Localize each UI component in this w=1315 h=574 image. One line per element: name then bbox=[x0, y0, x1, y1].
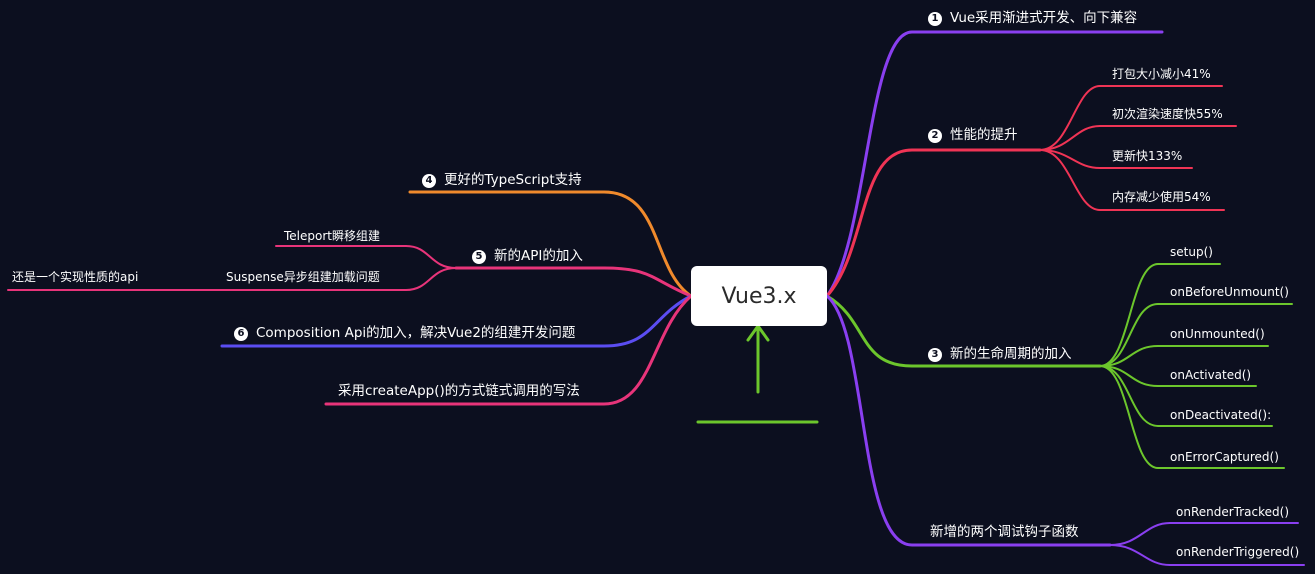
leaf-bundle-size: 打包大小减小41% bbox=[1112, 67, 1211, 81]
branch-text: 性能的提升 bbox=[950, 127, 1018, 143]
branch-text: 更好的TypeScript支持 bbox=[444, 172, 582, 188]
branch-text: Vue采用渐进式开发、向下兼容 bbox=[950, 10, 1138, 26]
edge-b2 bbox=[825, 148, 1042, 298]
edge-l4 bbox=[324, 294, 693, 406]
edge-l3 bbox=[220, 294, 693, 348]
root-node: Vue3.x bbox=[691, 266, 827, 326]
edge-b3-c2 bbox=[1099, 303, 1293, 367]
leaf-update-speed: 更新快133% bbox=[1112, 149, 1183, 163]
leaf-memory: 内存减少使用54% bbox=[1112, 190, 1211, 204]
branch-progressive: 1 Vue采用渐进式开发、向下兼容 bbox=[928, 9, 1137, 27]
edge-b4-c1 bbox=[1109, 522, 1299, 546]
branch-text: 新的生命周期的加入 bbox=[950, 346, 1072, 362]
edge-b2-c4 bbox=[1039, 149, 1225, 211]
number-badge: 3 bbox=[928, 348, 942, 362]
leaf-setup: setup() bbox=[1170, 245, 1213, 259]
number-badge: 1 bbox=[928, 12, 942, 26]
leaf-on-error-captured: onErrorCaptured() bbox=[1170, 450, 1279, 464]
edge-l2-c2 bbox=[219, 267, 457, 291]
leaf-on-before-unmount: onBeforeUnmount() bbox=[1170, 285, 1289, 299]
number-badge: 5 bbox=[472, 250, 486, 264]
leaf-suspense: Suspense异步组建加载问题 bbox=[226, 270, 380, 284]
edge-b2-c1 bbox=[1039, 85, 1223, 151]
branch-create-app: 采用createApp()的方式链式调用的写法 bbox=[338, 383, 580, 399]
edge-b3-c4 bbox=[1099, 365, 1257, 387]
leaf-on-render-triggered: onRenderTriggered() bbox=[1176, 545, 1300, 559]
edge-b2-c2 bbox=[1039, 125, 1237, 151]
number-badge: 4 bbox=[422, 174, 436, 188]
branch-performance: 2 性能的提升 bbox=[928, 126, 1018, 144]
edge-b3-c5 bbox=[1099, 365, 1273, 427]
leaf-on-deactivated: onDeactivated(): bbox=[1170, 408, 1272, 422]
edge-l2 bbox=[454, 266, 693, 298]
arrow-up-head bbox=[746, 324, 770, 342]
edge-b3 bbox=[825, 294, 1102, 368]
branch-text: Composition Api的加入，解决Vue2的组建开发问题 bbox=[256, 325, 576, 341]
branch-debug-hooks: 新增的两个调试钩子函数 bbox=[930, 524, 1079, 540]
number-badge: 6 bbox=[234, 327, 248, 341]
edge-b3-c6 bbox=[1099, 365, 1285, 469]
edge-b1 bbox=[825, 30, 1164, 298]
leaf-on-render-tracked: onRenderTracked() bbox=[1176, 505, 1290, 519]
branch-composition-api: 6 Composition Api的加入，解决Vue2的组建开发问题 bbox=[234, 324, 575, 342]
edge-b4 bbox=[825, 294, 1112, 547]
edge-b3-c3 bbox=[1099, 345, 1269, 367]
edge-b4-c2 bbox=[1109, 544, 1305, 566]
edge-l1 bbox=[408, 190, 693, 298]
edge-l2-c1 bbox=[275, 245, 457, 269]
leaf-on-activated: onActivated() bbox=[1170, 368, 1252, 382]
leaf-first-render: 初次渲染速度快55% bbox=[1112, 107, 1223, 121]
leaf-on-unmounted: onUnmounted() bbox=[1170, 327, 1265, 341]
branch-text: 新的API的加入 bbox=[494, 248, 583, 264]
number-badge: 2 bbox=[928, 129, 942, 143]
leaf-experimental-api: 还是一个实现性质的api bbox=[12, 270, 139, 284]
edge-b2-c3 bbox=[1039, 149, 1193, 169]
branch-new-api: 5 新的API的加入 bbox=[472, 247, 583, 265]
branch-typescript: 4 更好的TypeScript支持 bbox=[422, 171, 582, 189]
branch-lifecycle: 3 新的生命周期的加入 bbox=[928, 345, 1072, 363]
leaf-teleport: Teleport瞬移组建 bbox=[284, 229, 380, 243]
edge-b3-c1 bbox=[1099, 263, 1221, 367]
